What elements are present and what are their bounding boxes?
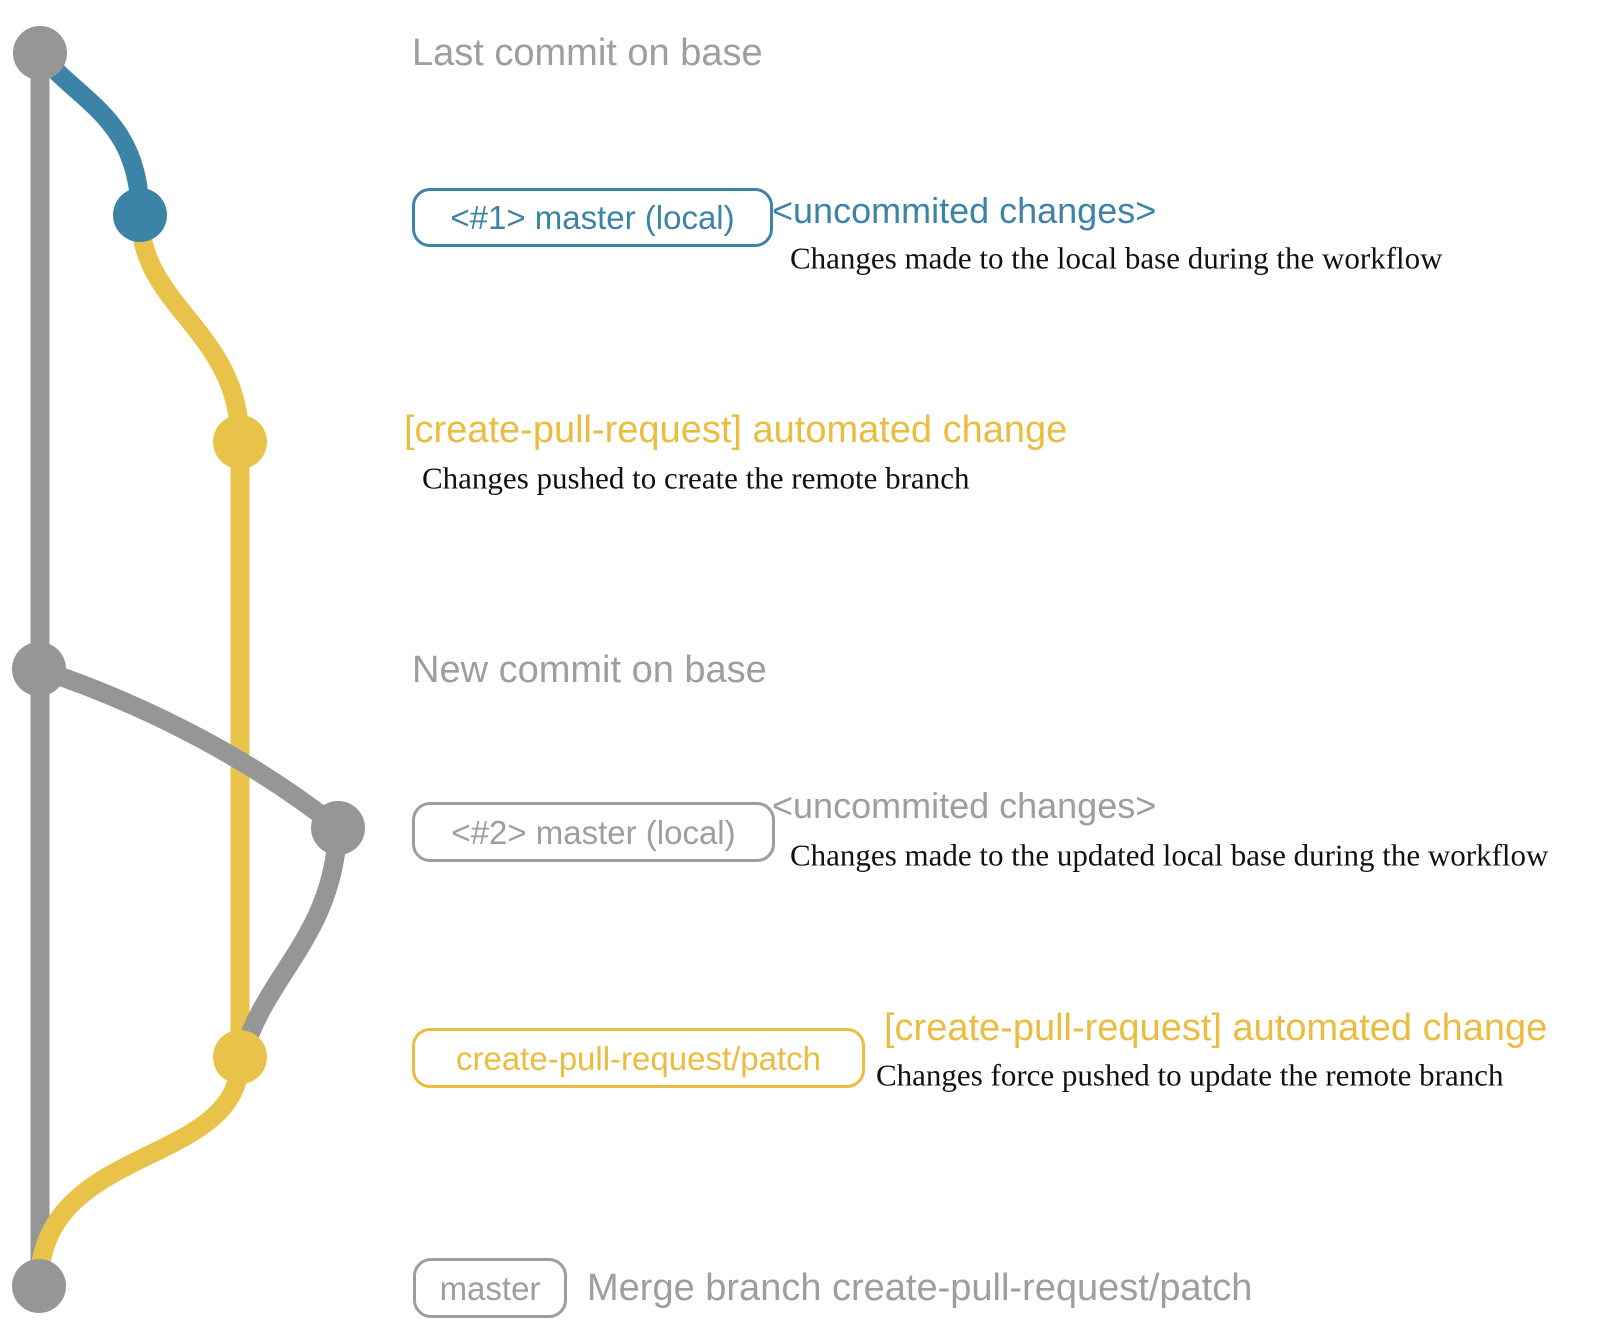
commit-dot-patch-1 [213,415,267,469]
commit-dot-merge [12,1259,66,1313]
branch-gray-curve-out [35,659,344,836]
commit-description-4: Changes force pushed to update the remot… [876,1057,1504,1093]
uncommitted-note-2: <uncommited changes> [772,785,1157,826]
commit-description-2: Changes pushed to create the remote bran… [422,460,970,496]
commit-dot-last-base [13,26,67,80]
branch-label-patch: create-pull-request/patch [412,1028,865,1088]
branch-yellow-merge-curve [29,1056,250,1287]
branch-label-text: <#2> master (local) [451,813,736,851]
branch-label-text: master [439,1269,541,1307]
branch-blue-curve [32,47,150,216]
branch-label-master-local-1: <#1> master (local) [412,188,773,247]
commit-dot-new-base [12,642,66,696]
branch-gray-curve-in [234,827,348,1054]
commit-message-patch-2: [create-pull-request] automated change [884,1007,1548,1049]
commit-dot-master-local-2 [311,801,365,855]
branch-label-master-local-2: <#2> master (local) [412,802,775,862]
branch-label-master: master [413,1258,567,1318]
branch-label-text: <#1> master (local) [450,199,735,236]
commit-message-patch-1: [create-pull-request] automated change [404,409,1068,451]
commit-message-merge: Merge branch create-pull-request/patch [587,1267,1253,1309]
commit-dot-master-local-1 [113,188,167,242]
commit-description-3: Changes made to the updated local base d… [790,837,1549,873]
branch-label-text: create-pull-request/patch [455,1039,822,1077]
commit-dot-patch-2 [213,1030,267,1084]
commit-message-last-base: Last commit on base [412,32,763,74]
branch-yellow-curve-up [130,214,250,443]
commit-description-1: Changes made to the local base during th… [790,240,1443,276]
uncommitted-note-1: <uncommited changes> [772,190,1157,231]
commit-message-new-base: New commit on base [412,649,767,691]
